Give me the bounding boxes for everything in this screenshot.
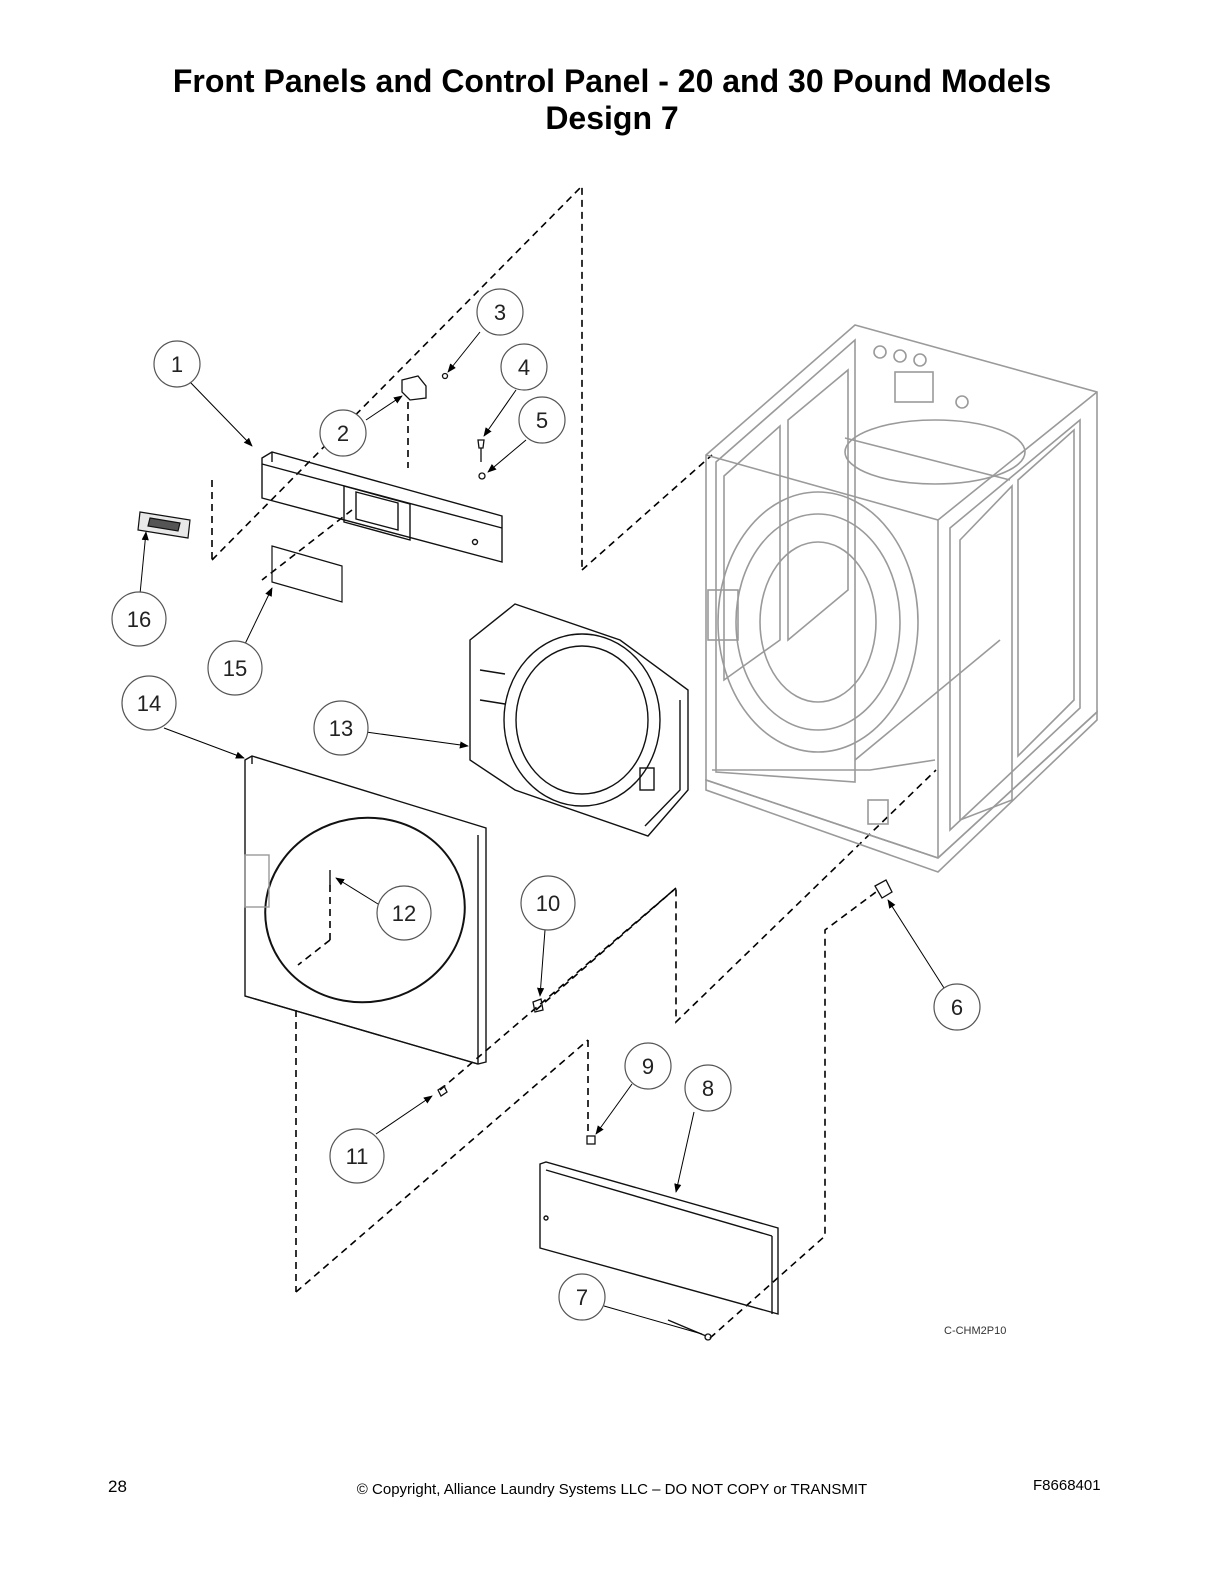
callout-7 [558, 1273, 606, 1321]
callout-bubbles [111, 288, 981, 1321]
callout-number-16: 16 [127, 607, 151, 632]
callout-13 [313, 700, 369, 756]
callout-16 [111, 591, 167, 647]
callout-8 [684, 1064, 732, 1112]
callout-10 [520, 875, 576, 931]
badge-part [137, 511, 191, 539]
document-number: F8668401 [1033, 1477, 1101, 1494]
callout-2 [319, 409, 367, 457]
callout-14 [121, 675, 177, 731]
washer-cabinet [705, 324, 1098, 873]
callout-number-11: 11 [346, 1144, 369, 1169]
page-title-line-2: Design 7 [545, 100, 679, 136]
callout-number-3: 3 [494, 300, 506, 325]
callout-5 [518, 396, 566, 444]
callout-number-10: 10 [536, 891, 560, 916]
callout-number-12: 12 [392, 901, 416, 926]
inner-door-panel-part [469, 603, 689, 837]
callout-12 [376, 885, 432, 941]
small-hardware-parts [401, 372, 486, 480]
callout-15 [207, 640, 263, 696]
page-number: 28 [108, 1477, 127, 1496]
callout-number-1: 1 [171, 352, 183, 377]
callout-number-2: 2 [337, 421, 349, 446]
drawing-code: C-CHM2P10 [944, 1325, 1007, 1337]
page-title-line-1: Front Panels and Control Panel - 20 and … [172, 63, 1052, 99]
callout-3 [476, 288, 524, 336]
callout-number-8: 8 [702, 1076, 714, 1101]
control-panel-part [261, 451, 503, 563]
callout-number-14: 14 [137, 691, 161, 716]
callout-number-15: 15 [223, 656, 247, 681]
label-part [271, 545, 343, 603]
callout-11 [329, 1128, 385, 1184]
callout-number-4: 4 [518, 355, 530, 380]
callout-number-13: 13 [329, 716, 353, 741]
assembly-guide-lines [211, 184, 937, 1339]
callout-numbers: 1 2 3 4 5 6 7 8 9 10 11 12 13 14 15 16 [127, 300, 963, 1310]
callout-number-7: 7 [576, 1285, 588, 1310]
callout-leaders [139, 331, 945, 1335]
callout-1 [153, 340, 201, 388]
callout-6 [933, 983, 981, 1031]
callout-9 [624, 1042, 672, 1090]
kick-panel-part [539, 1161, 779, 1315]
copyright-notice: © Copyright, Alliance Laundry Systems LL… [356, 1481, 868, 1498]
front-panel-part [244, 755, 487, 1065]
callout-number-9: 9 [642, 1054, 654, 1079]
callout-number-6: 6 [951, 995, 963, 1020]
callout-4 [500, 343, 548, 391]
callout-number-5: 5 [536, 408, 548, 433]
